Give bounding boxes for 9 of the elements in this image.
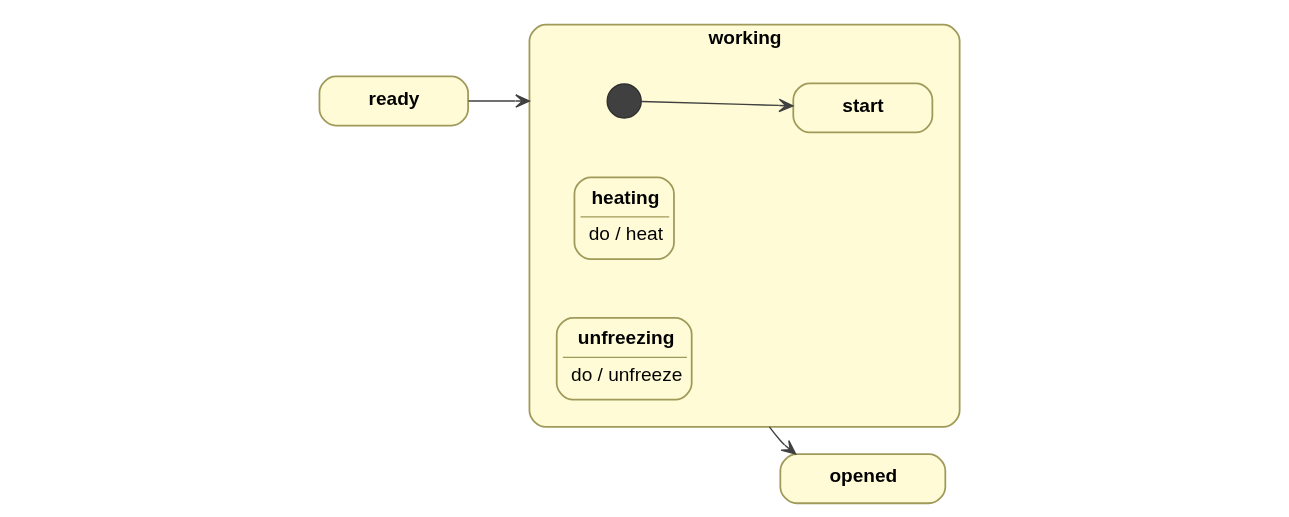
node-box: opened (778, 453, 946, 505)
node-box: ready (318, 75, 469, 127)
node-box: unfreezing do / unfreeze (555, 316, 693, 401)
node-circle (606, 83, 642, 119)
node-box: heating do / heat (573, 176, 675, 261)
arrow (768, 426, 796, 455)
arrow (640, 98, 793, 113)
node-box: start (791, 82, 933, 134)
arrow (467, 94, 530, 108)
